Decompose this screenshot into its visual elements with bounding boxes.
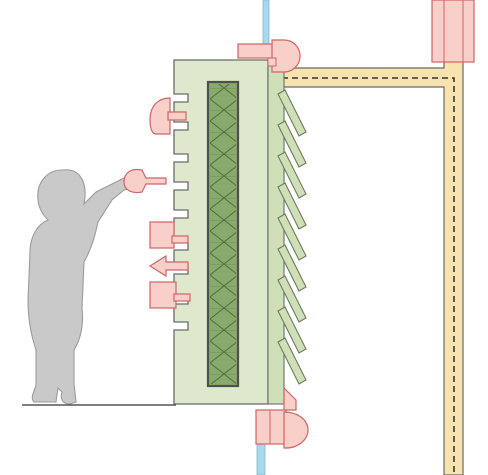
louvre-slat [277,244,307,292]
louvre-slat [277,337,307,385]
hidden-line [262,77,455,475]
louvre-slat [277,151,307,199]
bottom-roller-track [255,386,309,449]
child-silhouette [27,169,135,405]
l-shaped-wall-frame [262,0,475,475]
handle-arrow-pull [148,254,189,278]
louvre-slat [277,120,307,168]
handle-square-pull-1 [149,221,189,249]
louvre-slat [277,182,307,230]
top-roller-track [237,39,301,73]
top-right-block [431,0,475,63]
louvre-slat [277,213,307,261]
angled-louvre-slats [277,89,307,385]
louvre-slat [277,89,307,137]
louvre-slat [277,275,307,323]
handle-square-pull-2 [149,281,191,309]
insulation-core [206,80,240,388]
handle-round-knob [123,168,167,194]
louvre-slat [277,306,307,354]
panel-edge-strip [267,61,285,405]
handle-cup-pull [149,97,187,135]
